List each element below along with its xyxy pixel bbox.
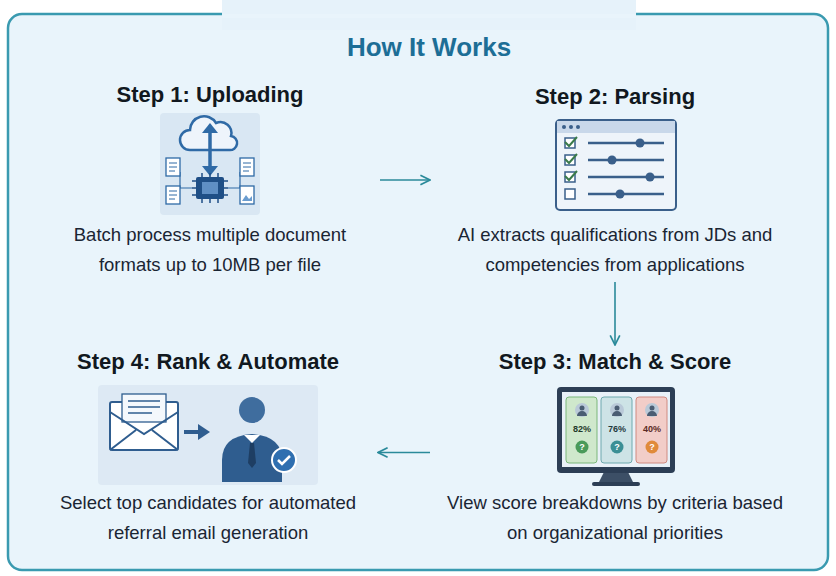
checkbox-rows — [565, 138, 575, 199]
step-box: Step 3: Match & ScoreView score breakdow… — [430, 345, 800, 560]
step-heading: Step 2: Parsing — [430, 84, 800, 110]
score-percent: 82% — [562, 423, 602, 435]
flow-arrow — [378, 452, 430, 454]
slider-knob — [608, 156, 617, 165]
slider-knob — [646, 173, 655, 182]
diagram-title: How It Works — [222, 30, 636, 64]
flow-arrow — [614, 282, 616, 345]
title-tab-gap — [222, 14, 636, 18]
step-box: Step 4: Rank & AutomateSelect top candid… — [38, 345, 378, 560]
check-mark — [565, 137, 577, 180]
step-heading: Step 3: Match & Score — [430, 349, 800, 375]
arrow-head — [202, 123, 218, 133]
shirt-collar — [244, 435, 260, 443]
window-dot — [576, 125, 580, 129]
chip-core — [202, 182, 218, 194]
icon-backdrop — [160, 113, 260, 215]
score-percent: 76% — [597, 423, 637, 435]
slider-knob — [616, 190, 625, 199]
letter-lines — [128, 401, 160, 413]
step-description: Select top candidates for automated refe… — [36, 488, 381, 548]
circuit-wire — [180, 172, 240, 188]
send-arrow — [184, 430, 200, 434]
slider-knob — [636, 139, 645, 148]
step-heading: Step 1: Uploading — [40, 82, 380, 108]
transfer-arrow — [208, 130, 212, 170]
chip-pins — [192, 173, 228, 203]
question-mark: ? — [597, 441, 637, 453]
outer-frame — [8, 14, 828, 570]
person-head — [239, 397, 265, 423]
step-heading: Step 4: Rank & Automate — [38, 349, 378, 375]
avatar-head — [650, 406, 655, 411]
window-header — [557, 121, 675, 133]
avatar-body — [577, 411, 657, 416]
checkbox — [565, 189, 575, 199]
check-badge — [272, 448, 296, 472]
flow-arrow — [380, 179, 430, 181]
envelope-flap — [110, 412, 178, 450]
window-frame — [556, 120, 676, 210]
document-symbol — [240, 186, 254, 204]
step-description: View score breakdowns by criteria based … — [440, 488, 790, 548]
window-dot — [569, 125, 573, 129]
step-description: AI extracts qualifications from JDs and … — [420, 220, 810, 280]
avatar-head — [615, 406, 620, 411]
scoring-icon — [557, 387, 675, 486]
chip-symbol — [196, 177, 224, 199]
monitor-frame — [557, 387, 675, 473]
monitor-base — [592, 482, 640, 486]
avatar-head — [580, 406, 585, 411]
step-box: Step 2: ParsingAI extracts qualification… — [430, 78, 800, 282]
slider-track — [588, 143, 664, 194]
window-dot — [562, 125, 566, 129]
letter-sheet — [122, 394, 166, 422]
icon-backdrop — [98, 385, 318, 485]
question-mark: ? — [632, 441, 672, 453]
referral-icon — [98, 385, 318, 485]
upload-icon — [160, 113, 260, 215]
step-box: Step 1: UploadingBatch process multiple … — [40, 78, 380, 290]
image-symbol — [242, 195, 252, 201]
tie-symbol — [248, 443, 256, 468]
title-tab — [222, 0, 636, 30]
arrow-head — [198, 424, 210, 440]
question-mark: ? — [562, 441, 602, 453]
step-description: Batch process multiple document formats … — [45, 220, 375, 280]
score-percent: 40% — [632, 423, 672, 435]
parsing-icon — [556, 120, 676, 210]
document-lines — [169, 163, 251, 199]
check-mark — [278, 456, 290, 464]
